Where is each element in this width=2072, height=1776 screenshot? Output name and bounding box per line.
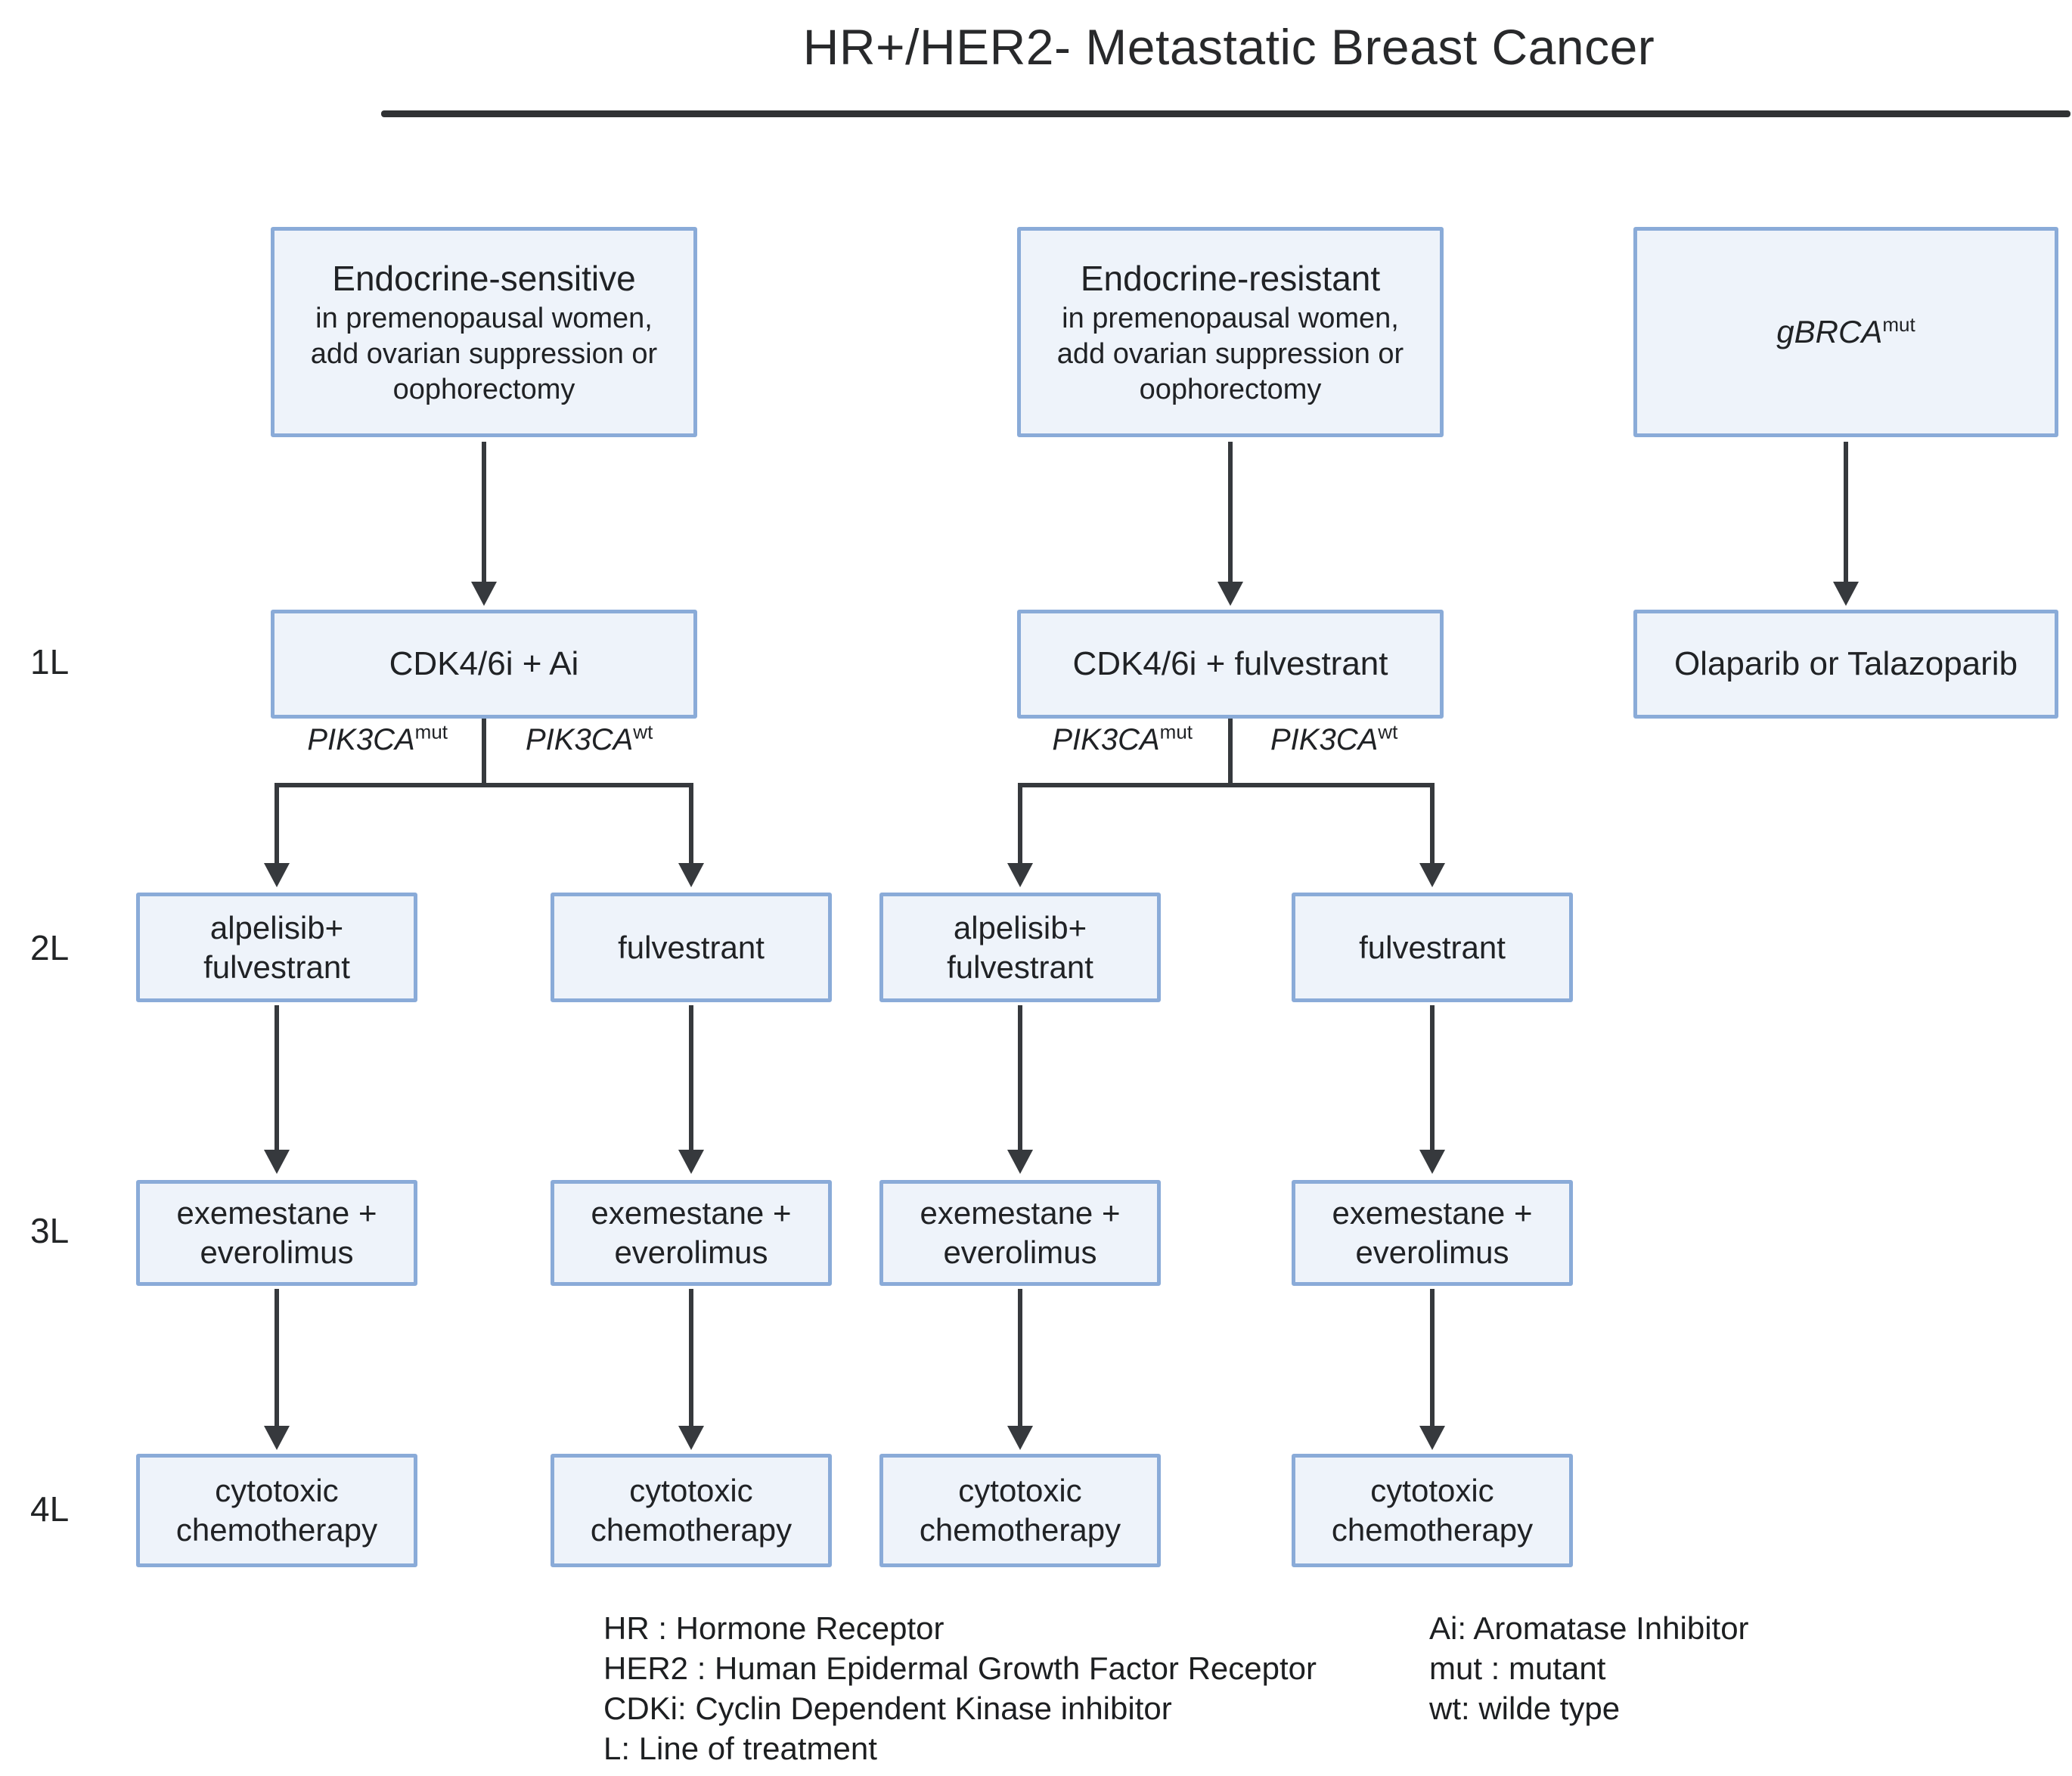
- node-4l-label: cytotoxic chemotherapy: [1331, 1473, 1534, 1548]
- pik3ca-gene-text: PIK3CA: [1052, 723, 1160, 756]
- row-label-2l: 2L: [30, 928, 70, 967]
- gbrca-sup-text: mut: [1882, 313, 1915, 336]
- branch-bar-middle: [1018, 783, 1435, 787]
- arrow-middle-mut-to-2l: [1018, 785, 1022, 864]
- node-4l-label: cytotoxic chemotherapy: [919, 1473, 1121, 1548]
- node-endocrine-sensitive-subtitle: in premenopausal women, add ovarian supp…: [310, 302, 658, 405]
- legend-right-column: Ai: Aromatase Inhibitor mut : mutant wt:…: [1429, 1608, 1749, 1728]
- branch-stem-left: [482, 719, 486, 785]
- node-4l-cytotoxic-chemo-2: cytotoxic chemotherapy: [551, 1454, 832, 1567]
- pik3ca-wt-sup: wt: [1378, 720, 1398, 744]
- node-2l-label: alpelisib+ fulvestrant: [947, 909, 1093, 985]
- branch-label-pik3ca-mut-left: PIK3CAmut: [307, 720, 448, 757]
- branch-label-pik3ca-wt-middle: PIK3CAwt: [1270, 720, 1398, 757]
- legend-item-her2: HER2 : Human Epidermal Growth Factor Rec…: [603, 1650, 1317, 1686]
- arrow-resistant-to-1l: [1228, 442, 1233, 582]
- node-2l-fulvestrant-2: fulvestrant: [1292, 893, 1573, 1002]
- node-2l-label: alpelisib+ fulvestrant: [203, 909, 350, 985]
- node-gbrca-mut: gBRCAmut: [1633, 227, 2058, 437]
- node-4l-cytotoxic-chemo-1: cytotoxic chemotherapy: [136, 1454, 417, 1567]
- node-3l-label: exemestane + everolimus: [1332, 1195, 1533, 1270]
- arrow-2l-to-3l-4: [1430, 1005, 1435, 1150]
- node-4l-cytotoxic-chemo-4: cytotoxic chemotherapy: [1292, 1454, 1573, 1567]
- arrow-3l-to-4l-2: [689, 1289, 693, 1427]
- node-3l-label: exemestane + everolimus: [920, 1195, 1121, 1270]
- arrow-2l-to-3l-3: [1018, 1005, 1022, 1150]
- node-2l-label: fulvestrant: [1359, 929, 1506, 965]
- node-endocrine-resistant-subtitle: in premenopausal women, add ovarian supp…: [1056, 302, 1404, 405]
- row-label-3l: 3L: [30, 1211, 70, 1250]
- arrow-sensitive-to-1l: [482, 442, 486, 582]
- pik3ca-mut-sup: mut: [414, 720, 448, 744]
- legend-item-cdki: CDKi: Cyclin Dependent Kinase inhibitor: [603, 1691, 1172, 1726]
- node-olaparib-talazoparib-label: Olaparib or Talazoparib: [1673, 645, 2018, 682]
- node-4l-cytotoxic-chemo-3: cytotoxic chemotherapy: [879, 1454, 1161, 1567]
- arrow-3l-to-4l-4: [1430, 1289, 1435, 1427]
- node-cdk46i-ai: CDK4/6i + Ai: [271, 610, 697, 719]
- pik3ca-gene-text: PIK3CA: [307, 723, 415, 756]
- title-underline: [381, 110, 2070, 117]
- arrow-left-wt-to-2l: [689, 785, 693, 864]
- node-3l-label: exemestane + everolimus: [591, 1195, 792, 1270]
- row-label-4l: 4L: [30, 1489, 70, 1529]
- node-cdk46i-ai-label: CDK4/6i + Ai: [389, 645, 579, 682]
- legend-item-line: L: Line of treatment: [603, 1731, 877, 1766]
- legend-item-wt: wt: wilde type: [1429, 1691, 1621, 1726]
- node-endocrine-resistant: Endocrine-resistant in premenopausal wom…: [1017, 227, 1444, 437]
- node-3l-exemestane-everolimus-4: exemestane + everolimus: [1292, 1180, 1573, 1286]
- gbrca-gene-text: gBRCA: [1776, 314, 1883, 349]
- arrow-3l-to-4l-3: [1018, 1289, 1022, 1427]
- node-olaparib-talazoparib: Olaparib or Talazoparib: [1633, 610, 2058, 719]
- legend-item-ai: Ai: Aromatase Inhibitor: [1429, 1610, 1749, 1646]
- pik3ca-wt-sup: wt: [633, 720, 653, 744]
- node-4l-label: cytotoxic chemotherapy: [175, 1473, 378, 1548]
- arrow-3l-to-4l-1: [275, 1289, 279, 1427]
- node-2l-fulvestrant-1: fulvestrant: [551, 893, 832, 1002]
- arrow-gbrca-to-1l: [1844, 442, 1848, 582]
- node-3l-label: exemestane + everolimus: [176, 1195, 377, 1270]
- legend-item-mut: mut : mutant: [1429, 1650, 1606, 1686]
- pik3ca-gene-text: PIK3CA: [1270, 723, 1379, 756]
- node-endocrine-resistant-title: Endocrine-resistant: [1080, 258, 1381, 298]
- node-gbrca-mut-label: gBRCAmut: [1776, 314, 1915, 350]
- row-label-1l: 1L: [30, 642, 70, 682]
- node-3l-exemestane-everolimus-3: exemestane + everolimus: [879, 1180, 1161, 1286]
- branch-label-pik3ca-mut-middle: PIK3CAmut: [1052, 720, 1193, 757]
- legend-item-hr: HR : Hormone Receptor: [603, 1610, 944, 1646]
- arrow-left-mut-to-2l: [275, 785, 279, 864]
- branch-bar-left: [275, 783, 693, 787]
- branch-label-pik3ca-wt-left: PIK3CAwt: [526, 720, 653, 757]
- node-2l-alpelisib-fulvestrant-2: alpelisib+ fulvestrant: [879, 893, 1161, 1002]
- pik3ca-gene-text: PIK3CA: [526, 723, 634, 756]
- node-2l-alpelisib-fulvestrant-1: alpelisib+ fulvestrant: [136, 893, 417, 1002]
- node-endocrine-sensitive: Endocrine-sensitive in premenopausal wom…: [271, 227, 697, 437]
- legend-left-column: HR : Hormone Receptor HER2 : Human Epide…: [603, 1608, 1317, 1768]
- node-3l-exemestane-everolimus-1: exemestane + everolimus: [136, 1180, 417, 1286]
- page-title: HR+/HER2- Metastatic Breast Cancer: [802, 19, 1655, 75]
- node-4l-label: cytotoxic chemotherapy: [590, 1473, 793, 1548]
- node-cdk46i-fulvestrant-label: CDK4/6i + fulvestrant: [1072, 645, 1388, 682]
- arrow-2l-to-3l-2: [689, 1005, 693, 1150]
- node-2l-label: fulvestrant: [618, 929, 765, 965]
- arrow-middle-wt-to-2l: [1430, 785, 1435, 864]
- node-endocrine-sensitive-title: Endocrine-sensitive: [332, 258, 636, 298]
- pik3ca-mut-sup: mut: [1159, 720, 1193, 744]
- arrow-2l-to-3l-1: [275, 1005, 279, 1150]
- branch-stem-middle: [1228, 719, 1233, 785]
- node-cdk46i-fulvestrant: CDK4/6i + fulvestrant: [1017, 610, 1444, 719]
- node-3l-exemestane-everolimus-2: exemestane + everolimus: [551, 1180, 832, 1286]
